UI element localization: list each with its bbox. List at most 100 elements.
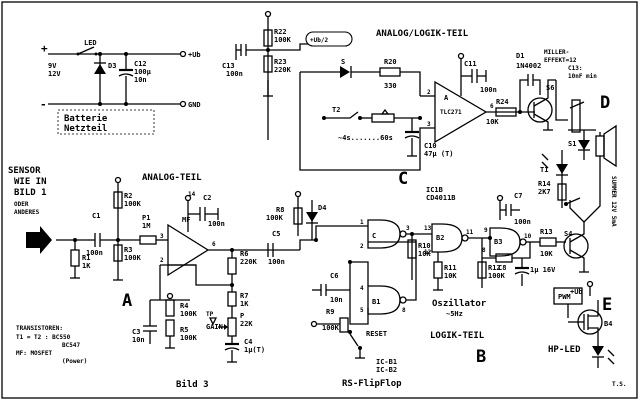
hp-led-icon (592, 346, 604, 356)
c4-value: 1µ(T) (244, 346, 265, 354)
gate-b1-label: C (372, 232, 376, 240)
c2-ref: C2 (203, 194, 211, 202)
pin-b1-2: 2 (360, 243, 364, 250)
switch-s-label: LED (84, 39, 97, 47)
c12-ref: C13 (222, 62, 235, 70)
d3-diode-icon (340, 66, 350, 78)
block-c-marker: C (398, 169, 408, 189)
sensor-input-arrow-icon (26, 226, 52, 254)
led-label: T1 (540, 166, 548, 174)
psu-title-box (57, 109, 155, 135)
t2-label: S6 (546, 84, 554, 92)
r20-ref: R20 (384, 58, 397, 66)
transistors-title: TRANSISTOREN: (16, 325, 63, 332)
c11-ref: C11 (464, 60, 477, 68)
ic-b-ref: IC1B (426, 186, 443, 194)
ic-b-type: CD4011B (426, 194, 456, 202)
r14-value: 2K7 (538, 188, 551, 196)
battery-voltage-9v: 9V (48, 62, 57, 70)
block-a-marker: A (122, 291, 132, 311)
author-initials: T.S. (612, 381, 626, 388)
c3-ref: C3 (132, 328, 140, 336)
plus-sign: + (41, 42, 48, 55)
summer-label: SUMMER 12V 5mA (610, 176, 617, 227)
r10-ref: R10 (418, 242, 431, 250)
minus-sign: - (40, 98, 47, 111)
d1-label: D3 (108, 62, 116, 70)
c8-value: 1µ 16V (530, 266, 556, 274)
r9-value: 100K (322, 324, 340, 332)
analog-section-title: ANALOG-TEIL (142, 173, 202, 183)
r21-ref: R22 (274, 28, 287, 36)
psu-ub-label: +Ub (188, 51, 201, 59)
c4-ref: C4 (244, 338, 252, 346)
pin-vdd: 14 (188, 191, 196, 198)
figure-caption: Bild 3 (176, 379, 209, 390)
c6-value: 10n (330, 296, 343, 304)
ub-label-2: +Ub (570, 288, 583, 296)
d1-diode-icon (94, 64, 106, 74)
r13-value: 10K (540, 250, 553, 258)
r22-value: 220K (274, 66, 292, 74)
pin-b3-11: 11 (466, 229, 474, 236)
opamp-a-label: MF (182, 216, 190, 224)
pin-a3: 3 (160, 233, 164, 240)
r7-value: 1K (240, 300, 249, 308)
pin-c2: 2 (427, 89, 431, 96)
c8-ref: C8 (498, 264, 506, 272)
c9-ref: C12 (134, 60, 147, 68)
gain-pot-ref: P (240, 312, 244, 320)
battery-voltage-12v: 12V (48, 70, 61, 78)
r5-value: 100K (180, 334, 198, 342)
c13-ref: D1 (516, 52, 524, 60)
r23-value: 10K (486, 118, 499, 126)
block-d-marker: D (600, 93, 610, 113)
r9-ref: R9 (326, 308, 334, 316)
r13-ref: R13 (540, 228, 553, 236)
c10-ref: C10 (424, 142, 437, 150)
pin-b1-3: 3 (406, 225, 410, 232)
d3-label: S (341, 58, 345, 66)
r10-value: 10K (418, 250, 431, 258)
r6-value: 220K (240, 258, 258, 266)
rs-flipflop-label: RS-FlipFlop (342, 378, 402, 389)
r3-value: 100K (124, 254, 142, 262)
gate-b3-label: B2 (436, 234, 444, 242)
c9-cap: 100µ (134, 68, 152, 76)
analog-stage (56, 176, 300, 363)
pin-b1-1: 1 (360, 219, 364, 226)
block-e-marker: E (602, 295, 612, 315)
pin-b3-12: 12 (424, 249, 432, 256)
testpoint-icon (208, 317, 218, 326)
ub-half-badge (305, 31, 353, 47)
comparator-stage (235, 10, 596, 171)
pin-c3: 3 (427, 121, 431, 128)
power-supply (48, 46, 187, 108)
r8-value: 100K (266, 214, 284, 222)
r24-value: 1M (142, 222, 150, 230)
c7-ref: C7 (514, 192, 522, 200)
pin-b3-13: 13 (424, 225, 432, 232)
sensor-title-3: BILD 1 (14, 188, 47, 198)
tp-label: TP (206, 311, 214, 318)
gate-b4-label: B3 (494, 238, 502, 246)
reset-label: RESET (366, 330, 387, 338)
opamp-c (434, 80, 488, 144)
pin-a2: 2 (160, 257, 164, 264)
opamp-c-label: A (444, 94, 449, 102)
c12-value: 100n (226, 70, 243, 78)
pin-b4-9: 9 (484, 227, 488, 234)
c11-value: 100n (480, 86, 497, 94)
transistors-mf: MF: MOSFET (16, 350, 53, 357)
c5-ref: C5 (272, 230, 280, 238)
oscillator-freq: ~5Hz (446, 310, 463, 318)
sensor-title-2: WIE IN (14, 177, 47, 187)
ic-note-2: IC-B2 (376, 366, 397, 374)
hp-led-label: HP-LED (548, 345, 581, 355)
opamp-a (167, 223, 210, 277)
pwm-label: PWM (558, 293, 571, 301)
r12-ref: R12 (488, 264, 501, 272)
c2-value: 100n (208, 220, 225, 228)
c13-note: C13: (568, 65, 582, 72)
